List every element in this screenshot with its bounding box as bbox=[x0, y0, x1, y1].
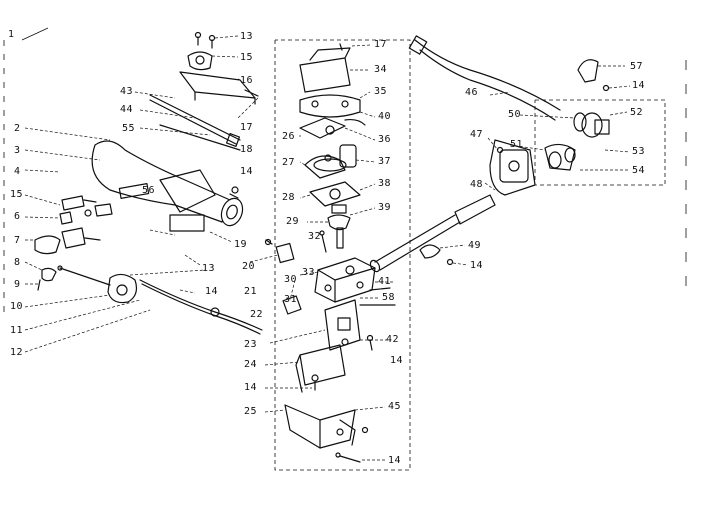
gas-valve-stack bbox=[299, 43, 376, 253]
part-label-49: 49 bbox=[468, 240, 482, 251]
assembly-boundaries bbox=[274, 39, 666, 471]
part-label-7: 7 bbox=[14, 235, 21, 246]
part-label-16: 16 bbox=[240, 75, 254, 86]
part-label-41: 41 bbox=[378, 276, 392, 287]
part-label-2: 2 bbox=[14, 123, 21, 134]
pipes-and-water-assembly bbox=[369, 35, 631, 273]
part-label-13a: 13 bbox=[240, 31, 254, 42]
part-label-51: 51 bbox=[510, 139, 524, 150]
part-label-22: 22 bbox=[250, 309, 264, 320]
part-label-54: 54 bbox=[632, 165, 646, 176]
part-label-47: 47 bbox=[470, 129, 484, 140]
ignition-parts bbox=[24, 169, 206, 353]
part-label-37: 37 bbox=[378, 156, 392, 167]
part-label-24: 24 bbox=[244, 359, 258, 370]
part-label-34: 34 bbox=[374, 64, 388, 75]
part-label-10: 10 bbox=[10, 301, 24, 312]
part-label-14b: 14 bbox=[205, 286, 219, 297]
pilot-tube-22 bbox=[139, 279, 263, 335]
part-label-11: 11 bbox=[10, 325, 24, 336]
part-label-31: 31 bbox=[284, 294, 298, 305]
mounting-brackets bbox=[264, 344, 386, 463]
gas-valve-body bbox=[269, 257, 396, 351]
top-bracket-assembly bbox=[179, 31, 259, 119]
part-label-14d: 14 bbox=[390, 355, 404, 366]
part-label-12: 12 bbox=[10, 347, 24, 358]
part-label-20: 20 bbox=[242, 261, 256, 272]
part-label-33: 33 bbox=[302, 267, 316, 278]
part-label-25: 25 bbox=[244, 406, 258, 417]
part-label-46: 46 bbox=[465, 87, 479, 98]
part-label-35: 35 bbox=[374, 86, 388, 97]
part-label-3: 3 bbox=[14, 145, 21, 156]
part-label-18: 18 bbox=[240, 144, 254, 155]
part-label-30: 30 bbox=[284, 274, 298, 285]
part-label-8: 8 bbox=[14, 257, 21, 268]
part-label-29: 29 bbox=[286, 216, 300, 227]
part-label-26: 26 bbox=[282, 131, 296, 142]
scan-edge-marks bbox=[3, 27, 687, 320]
part-label-13b: 13 bbox=[202, 263, 216, 274]
part-label-48: 48 bbox=[470, 179, 484, 190]
part-label-40: 40 bbox=[378, 111, 392, 122]
part-label-56: 56 bbox=[142, 185, 156, 196]
part-label-42: 42 bbox=[386, 334, 400, 345]
part-label-14c: 14 bbox=[244, 382, 258, 393]
part-label-1: 1 bbox=[8, 29, 15, 40]
part-label-9: 9 bbox=[14, 279, 21, 290]
part-label-14f: 14 bbox=[632, 80, 646, 91]
part-label-43: 43 bbox=[120, 86, 134, 97]
part-label-15b: 15 bbox=[240, 52, 254, 63]
part-label-17a: 17 bbox=[240, 122, 254, 133]
burner-venturi bbox=[24, 127, 244, 266]
part-label-52: 52 bbox=[630, 107, 644, 118]
part-label-39: 39 bbox=[378, 202, 392, 213]
part-label-4: 4 bbox=[14, 166, 21, 177]
part-label-57: 57 bbox=[630, 61, 644, 72]
fitting-20 bbox=[249, 238, 295, 264]
part-label-19: 19 bbox=[234, 239, 248, 250]
part-label-38: 38 bbox=[378, 178, 392, 189]
part-label-23: 23 bbox=[244, 339, 258, 350]
part-label-53: 53 bbox=[632, 146, 646, 157]
part-label-45: 45 bbox=[388, 401, 402, 412]
part-label-50: 50 bbox=[508, 109, 522, 120]
part-label-44: 44 bbox=[120, 104, 134, 115]
part-label-55: 55 bbox=[122, 123, 136, 134]
part-label-27: 27 bbox=[282, 157, 296, 168]
part-label-6: 6 bbox=[14, 211, 21, 222]
part-label-58: 58 bbox=[382, 292, 396, 303]
pilot-tube-rods bbox=[134, 91, 241, 151]
part-label-17b: 17 bbox=[374, 39, 388, 50]
part-label-21: 21 bbox=[244, 286, 258, 297]
part-label-28: 28 bbox=[282, 192, 296, 203]
part-label-14e: 14 bbox=[388, 455, 402, 466]
part-label-14g: 14 bbox=[470, 260, 484, 271]
part-label-32: 32 bbox=[308, 231, 322, 242]
part-label-14a: 14 bbox=[240, 166, 254, 177]
part-label-15a: 15 bbox=[10, 189, 24, 200]
part-label-36: 36 bbox=[378, 134, 392, 145]
